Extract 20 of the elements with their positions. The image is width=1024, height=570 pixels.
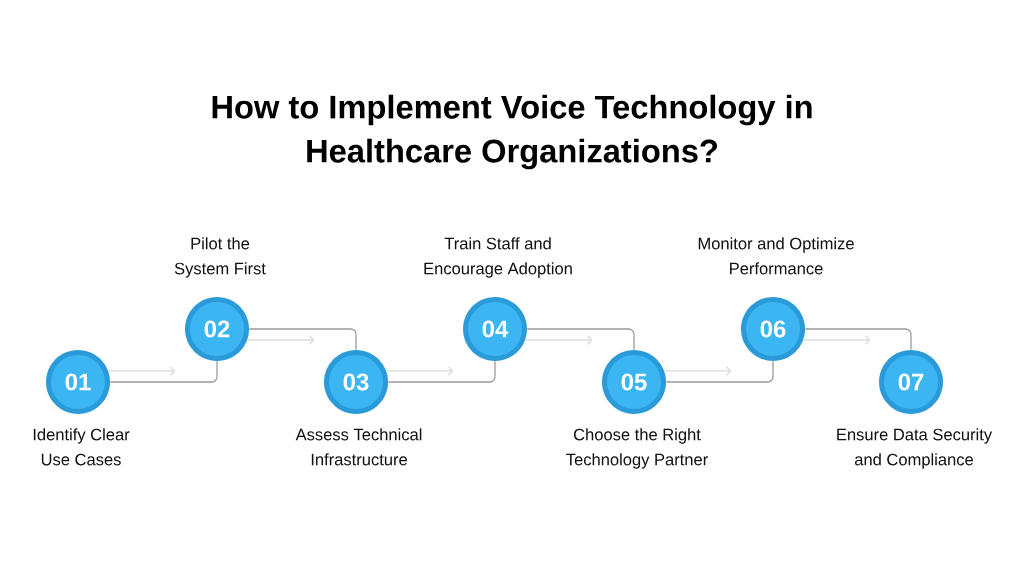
step-label: Monitor and Optimize Performance bbox=[698, 237, 854, 275]
connector-line bbox=[109, 360, 218, 383]
arrow bbox=[663, 366, 732, 376]
arrow bbox=[802, 335, 871, 345]
title: How to Implement Voice Technology in Healthcare Organizations? bbox=[212, 94, 812, 170]
step-label: Choose the Right Technology Partner bbox=[566, 428, 708, 469]
arrow bbox=[385, 366, 454, 376]
connector-line bbox=[387, 360, 496, 383]
step-label: Identify Clear Use Cases bbox=[33, 428, 130, 466]
arrow bbox=[524, 335, 593, 345]
connector-line bbox=[665, 360, 774, 383]
arrow bbox=[246, 335, 315, 345]
arrow bbox=[107, 366, 176, 376]
connector-line bbox=[248, 328, 357, 351]
step-label: Train Staff and Encourage Adoption bbox=[424, 237, 572, 278]
step-label: Assess Technical Infrastructure bbox=[295, 428, 422, 466]
step-label: Pilot the System First bbox=[174, 237, 266, 278]
step-label: Ensure Data Security and Compliance bbox=[837, 428, 993, 469]
connector-line bbox=[804, 328, 912, 351]
connector-line bbox=[526, 328, 635, 351]
